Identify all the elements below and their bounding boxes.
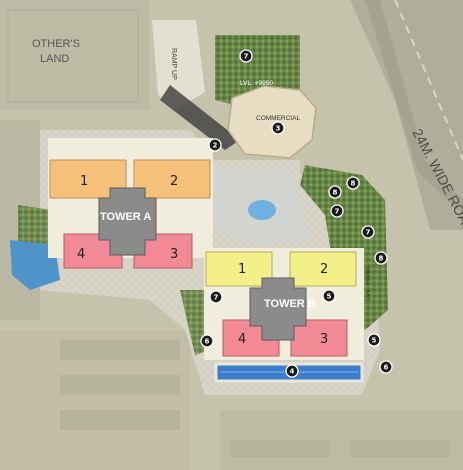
- tower-a-core: [98, 187, 157, 256]
- svg-text:8: 8: [379, 255, 384, 263]
- marker-6-right: 6: [379, 360, 393, 374]
- left-water: [10, 240, 60, 290]
- others-land-label-line1: OTHER'S: [32, 38, 80, 50]
- level-label-right: LVL. +9950: [365, 267, 372, 300]
- tower-b-unit-1: [205, 251, 273, 287]
- svg-text:6: 6: [205, 338, 210, 346]
- marker-6-left: 6: [200, 334, 214, 348]
- ramp: [152, 20, 205, 110]
- svg-text:7: 7: [335, 208, 340, 216]
- marker-4-pool: 4: [285, 364, 299, 378]
- tower-b-label: TOWER B: [264, 298, 316, 310]
- svg-text:8: 8: [351, 180, 356, 188]
- marker-2: 2: [208, 138, 222, 152]
- tower-a-unit-2-label: 2: [170, 174, 178, 189]
- plaza-pond: [248, 200, 276, 220]
- svg-text:8: 8: [333, 189, 338, 197]
- tower-b-unit-4-label: 4: [238, 332, 246, 347]
- level-label-top: LVL. +9950: [240, 80, 273, 87]
- marker-7-right-a: 7: [330, 204, 344, 218]
- marker-3-commercial: 3: [271, 121, 285, 135]
- svg-text:3: 3: [276, 125, 281, 133]
- tower-a-unit-1-label: 1: [80, 174, 88, 189]
- others-land-label-line2: LAND: [40, 53, 69, 65]
- marker-5-tower-b: 5: [322, 289, 336, 303]
- svg-text:2: 2: [213, 142, 218, 150]
- tower-a-unit-2: [133, 159, 211, 199]
- tower-b-unit-1-label: 1: [238, 262, 246, 277]
- marker-8-a: 8: [346, 176, 360, 190]
- tower-b-unit-2-label: 2: [320, 262, 328, 277]
- svg-text:4: 4: [290, 368, 295, 376]
- tower-b-unit-3-label: 3: [320, 332, 328, 347]
- marker-7-top: 7: [239, 49, 253, 63]
- svg-text:7: 7: [244, 53, 249, 61]
- svg-text:7: 7: [366, 229, 371, 237]
- marker-5-right: 5: [367, 333, 381, 347]
- marker-8-b: 8: [328, 185, 342, 199]
- tower-b-unit-2: [289, 251, 357, 287]
- svg-text:5: 5: [372, 337, 377, 345]
- ramp-up-label: RAMP UP: [170, 48, 177, 80]
- tower-b-core: [249, 277, 307, 341]
- tower-b: [204, 248, 364, 360]
- commercial-block: [227, 85, 317, 159]
- marker-8-c: 8: [374, 251, 388, 265]
- commercial-label: COMMERCIAL: [256, 115, 300, 122]
- marker-7-left: 7: [209, 290, 223, 304]
- green-area-right: [300, 165, 388, 330]
- svg-text:7: 7: [214, 294, 219, 302]
- marker-7-right-b: 7: [361, 225, 375, 239]
- svg-text:6: 6: [384, 364, 389, 372]
- tower-a-unit-4-label: 4: [77, 247, 85, 262]
- svg-text:5: 5: [327, 293, 332, 301]
- tower-a-label: TOWER A: [100, 211, 151, 223]
- tower-a-unit-3-label: 3: [170, 247, 178, 262]
- tower-a: [48, 138, 213, 269]
